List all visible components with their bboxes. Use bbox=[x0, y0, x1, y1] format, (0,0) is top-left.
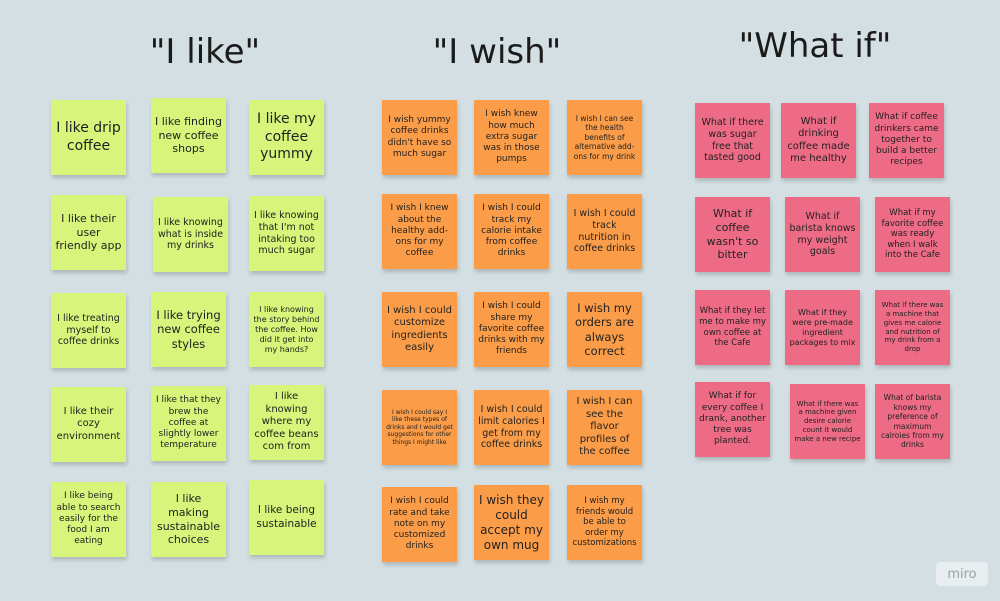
sticky-note[interactable]: What if they were pre-made ingredient pa… bbox=[785, 290, 860, 365]
sticky-note[interactable]: I like my coffee yummy bbox=[249, 100, 324, 175]
note-text: What if coffee wasn't so bitter bbox=[706, 207, 759, 262]
sticky-note[interactable]: I like knowing the story behind the coff… bbox=[249, 292, 324, 367]
note-text: I wish I could rate and take note on my … bbox=[389, 496, 450, 552]
sticky-note[interactable]: What if drinking coffee made me healthy bbox=[781, 103, 856, 178]
note-text: I like knowing what is inside my drinks bbox=[157, 216, 224, 252]
note-text: I like knowing where my coffee beans com… bbox=[254, 391, 319, 453]
sticky-note[interactable]: I like their user friendly app bbox=[51, 195, 126, 270]
sticky-note[interactable]: What if barista knows my weight goals bbox=[785, 197, 860, 272]
note-text: I wish I can see the health benefits of … bbox=[573, 114, 636, 161]
sticky-note[interactable]: I like knowing where my coffee beans com… bbox=[249, 385, 324, 460]
note-text: What if barista knows my weight goals bbox=[789, 210, 856, 258]
note-text: I like being sustainable bbox=[256, 504, 317, 530]
note-text: I wish I could share my favorite coffee … bbox=[478, 301, 545, 357]
note-text: I like drip coffee bbox=[56, 120, 121, 154]
note-text: I wish I could say I like these types of… bbox=[386, 408, 453, 446]
sticky-note[interactable]: I wish I could customize ingredients eas… bbox=[382, 292, 457, 367]
sticky-note[interactable]: I like being sustainable bbox=[249, 480, 324, 555]
sticky-note[interactable]: I wish they could accept my own mug bbox=[474, 485, 549, 560]
note-text: I like trying new coffee styles bbox=[156, 307, 221, 351]
sticky-note[interactable]: I like knowing that I'm not intaking too… bbox=[249, 196, 324, 271]
heading-i-like[interactable]: "I like" bbox=[149, 32, 261, 72]
note-text: I like my coffee yummy bbox=[257, 111, 316, 163]
sticky-note[interactable]: What if they let me to make my own coffe… bbox=[695, 290, 770, 365]
note-text: I wish I can see the flavor profiles of … bbox=[576, 396, 633, 458]
heading-i-wish[interactable]: "I wish" bbox=[432, 32, 562, 72]
sticky-note[interactable]: I wish my orders are always correct bbox=[567, 292, 642, 367]
sticky-note[interactable]: What if coffee wasn't so bitter bbox=[695, 197, 770, 272]
sticky-note[interactable]: I wish I can see the flavor profiles of … bbox=[567, 390, 642, 465]
note-text: What if my favorite coffee was ready whe… bbox=[881, 207, 944, 261]
sticky-note[interactable]: What of barista knows my preference of m… bbox=[875, 384, 950, 459]
sticky-note[interactable]: I wish I could rate and take note on my … bbox=[382, 487, 457, 562]
note-text: What if drinking coffee made me healthy bbox=[787, 115, 850, 165]
note-text: What of barista knows my preference of m… bbox=[881, 393, 944, 450]
note-text: I like knowing that I'm not intaking too… bbox=[254, 209, 319, 257]
sticky-note[interactable]: What if coffee drinkers came together to… bbox=[869, 103, 944, 178]
note-text: I wish I could track my calorie intake f… bbox=[481, 203, 542, 259]
note-text: I like that they brew the coffee at slig… bbox=[155, 395, 222, 451]
note-text: I wish my friends would be able to order… bbox=[572, 495, 637, 549]
note-text: I wish I could limit calories I get from… bbox=[478, 403, 545, 451]
sticky-note[interactable]: What if there was a machine given desire… bbox=[790, 384, 865, 459]
sticky-note[interactable]: I like drip coffee bbox=[51, 100, 126, 175]
sticky-note[interactable]: I wish my friends would be able to order… bbox=[567, 485, 642, 560]
sticky-note[interactable]: What if my favorite coffee was ready whe… bbox=[875, 197, 950, 272]
note-text: I wish yummy coffee drinks didn't have s… bbox=[387, 115, 452, 159]
note-text: I wish knew how much extra sugar was in … bbox=[483, 109, 540, 165]
miro-logo[interactable]: miro bbox=[936, 562, 988, 586]
sticky-note[interactable]: I like knowing what is inside my drinks bbox=[153, 197, 228, 272]
note-text: I like treating myself to coffee drinks bbox=[57, 312, 120, 348]
note-text: I like knowing the story behind the coff… bbox=[253, 304, 320, 354]
sticky-note[interactable]: I like their cozy environment bbox=[51, 387, 126, 462]
heading-what-if[interactable]: "What if" bbox=[738, 26, 892, 66]
sticky-note[interactable]: I wish I can see the health benefits of … bbox=[567, 100, 642, 175]
sticky-note[interactable]: I wish yummy coffee drinks didn't have s… bbox=[382, 100, 457, 175]
note-text: I like their cozy environment bbox=[56, 405, 121, 442]
sticky-note[interactable]: I like treating myself to coffee drinks bbox=[51, 293, 126, 368]
note-text: What if for every coffee I drank, anothe… bbox=[699, 391, 766, 447]
note-text: I wish they could accept my own mug bbox=[479, 492, 544, 552]
note-text: I wish my orders are always correct bbox=[575, 300, 634, 358]
note-text: I wish I could track nutrition in coffee… bbox=[573, 207, 636, 255]
sticky-note[interactable]: I wish I could track my calorie intake f… bbox=[474, 194, 549, 269]
note-text: I like their user friendly app bbox=[55, 211, 122, 253]
note-text: I like finding new coffee shops bbox=[155, 114, 222, 156]
note-text: What if they were pre-made ingredient pa… bbox=[789, 307, 856, 347]
sticky-note[interactable]: I wish I could say I like these types of… bbox=[382, 390, 457, 465]
note-text: What if they let me to make my own coffe… bbox=[699, 306, 766, 349]
sticky-note[interactable]: What if there was sugar free that tasted… bbox=[695, 103, 770, 178]
note-text: I wish I knew about the healthy add-ons … bbox=[390, 203, 449, 259]
sticky-note[interactable]: What if for every coffee I drank, anothe… bbox=[695, 382, 770, 457]
sticky-note[interactable]: I like finding new coffee shops bbox=[151, 98, 226, 173]
note-text: I wish I could customize ingredients eas… bbox=[386, 304, 453, 354]
sticky-note[interactable]: I like making sustainable choices bbox=[151, 482, 226, 557]
note-text: I like making sustainable choices bbox=[156, 492, 221, 547]
sticky-note[interactable]: I wish I could track nutrition in coffee… bbox=[567, 194, 642, 269]
sticky-note[interactable]: I wish knew how much extra sugar was in … bbox=[474, 100, 549, 175]
sticky-note[interactable]: I wish I could share my favorite coffee … bbox=[474, 292, 549, 367]
note-text: I like being able to search easily for t… bbox=[56, 491, 121, 547]
note-text: What if there was a machine that gives m… bbox=[881, 301, 944, 353]
note-text: What if coffee drinkers came together to… bbox=[874, 112, 939, 168]
sticky-note[interactable]: I wish I knew about the healthy add-ons … bbox=[382, 194, 457, 269]
sticky-note[interactable]: I like being able to search easily for t… bbox=[51, 482, 126, 557]
note-text: What if there was sugar free that tasted… bbox=[701, 116, 764, 164]
sticky-note[interactable]: What if there was a machine that gives m… bbox=[875, 290, 950, 365]
sticky-note[interactable]: I wish I could limit calories I get from… bbox=[474, 390, 549, 465]
note-text: What if there was a machine given desire… bbox=[794, 399, 861, 443]
sticky-note[interactable]: I like that they brew the coffee at slig… bbox=[151, 386, 226, 461]
sticky-note[interactable]: I like trying new coffee styles bbox=[151, 292, 226, 367]
